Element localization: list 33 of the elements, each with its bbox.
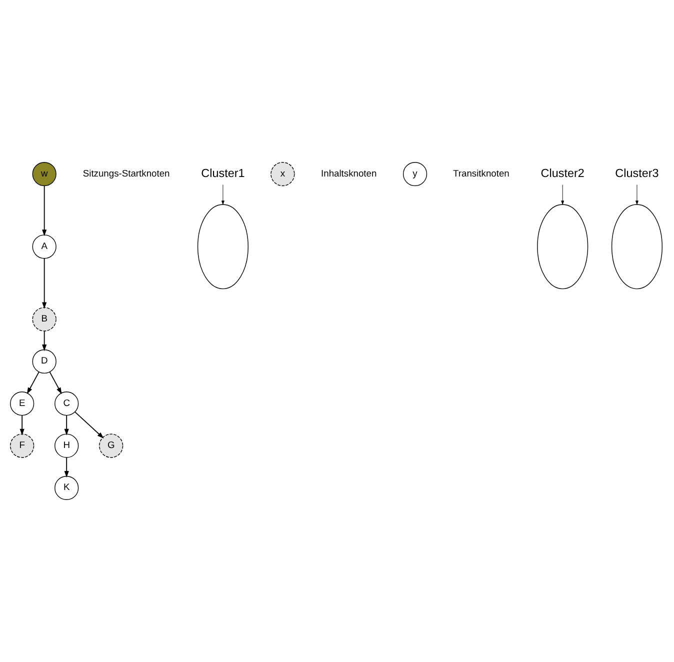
arrow	[42, 258, 47, 309]
node-ellipse	[197, 204, 248, 290]
node-ellipse	[611, 204, 663, 290]
node-circle: H	[54, 434, 79, 458]
node-label: Transitknoten	[453, 168, 510, 178]
node-circle: K	[54, 476, 79, 500]
node-text: Cluster1	[201, 166, 245, 180]
arrow	[42, 185, 47, 236]
node-circle: w	[32, 162, 56, 186]
node-circle: D	[32, 349, 56, 374]
arrow	[64, 457, 69, 478]
arrow	[42, 330, 47, 352]
node-circle: x	[270, 162, 295, 186]
arrow	[49, 372, 62, 394]
node-circle: y	[402, 162, 428, 186]
node-circle: E	[10, 392, 34, 416]
arrow	[64, 414, 69, 436]
node-circle: A	[32, 234, 56, 259]
arrow	[74, 411, 104, 438]
node-text: Cluster3	[615, 166, 659, 180]
arrow	[20, 414, 24, 436]
node-circle: F	[10, 434, 34, 458]
arrow	[636, 184, 638, 205]
node-label: Sitzungs-Startknoten	[82, 168, 170, 178]
node-label: Inhaltsknoten	[321, 168, 377, 178]
arrow	[221, 184, 224, 205]
node-ellipse	[537, 204, 588, 290]
node-circle: B	[32, 307, 56, 332]
node-text: Cluster2	[540, 166, 584, 180]
node-circle: G	[99, 434, 124, 458]
arrow	[26, 372, 40, 394]
arrow	[561, 184, 564, 205]
node-circle: C	[54, 392, 79, 416]
